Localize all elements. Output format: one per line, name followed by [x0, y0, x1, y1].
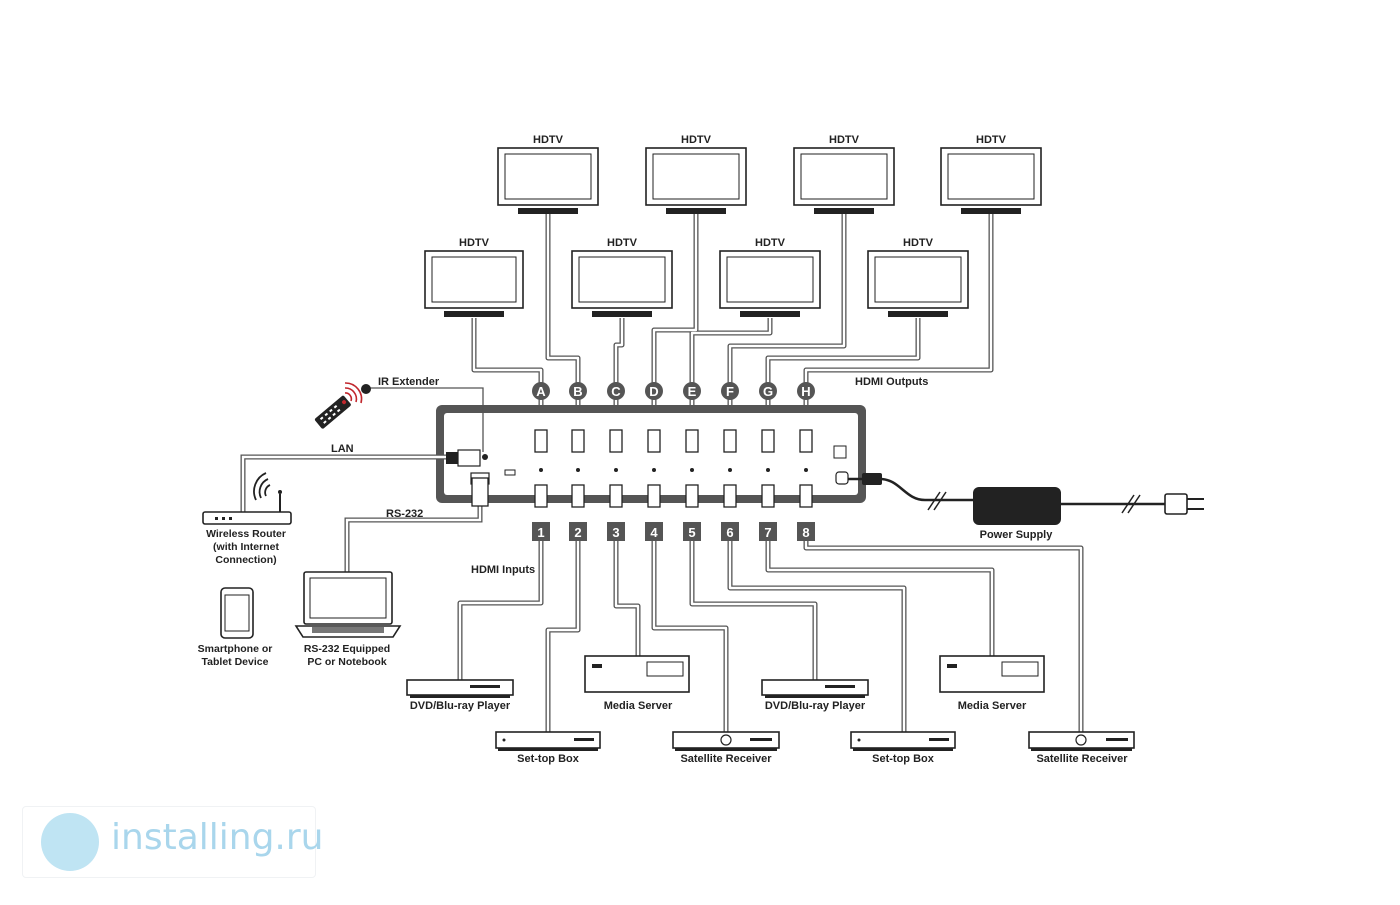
svg-text:A: A [536, 384, 546, 399]
output-badge: F [721, 382, 739, 400]
output-badge: E [683, 382, 701, 400]
hdtv-label: HDTV [755, 237, 786, 249]
smartphone-icon: Smartphone or Tablet Device [198, 587, 273, 668]
input-badge: 6 [721, 522, 739, 541]
output-badge: G [759, 382, 777, 400]
input-badge: 2 [569, 522, 587, 541]
ir-extender-label: IR Extender [378, 376, 440, 388]
source-label: Set-top Box [517, 753, 580, 765]
source-label: DVD/Blu-ray Player [765, 700, 866, 712]
hdtv-label: HDTV [829, 134, 860, 146]
hdmi-matrix-switch [436, 405, 866, 508]
svg-text:F: F [726, 384, 734, 399]
svg-text:G: G [763, 384, 773, 399]
rs232-cable: RS-232 [344, 477, 489, 572]
source-set-top-box-1: Set-top Box [495, 731, 601, 765]
svg-text:1: 1 [537, 525, 544, 540]
svg-text:2: 2 [574, 525, 581, 540]
input-badge: 1 [532, 522, 550, 541]
input-badge: 5 [683, 522, 701, 541]
hdtv-label: HDTV [976, 134, 1007, 146]
watermark-text: installing.ru [111, 817, 324, 858]
svg-text:C: C [611, 384, 621, 399]
input-badge: 4 [645, 522, 663, 541]
svg-text:H: H [801, 384, 810, 399]
output-badge: C [607, 382, 625, 400]
output-badge: D [645, 382, 663, 400]
input-badge: 3 [607, 522, 625, 541]
input-badge: 7 [759, 522, 777, 541]
source-satellite-receiver-2: Satellite Receiver [1028, 731, 1135, 765]
hdtv-label: HDTV [681, 134, 712, 146]
watermark-logo-icon [41, 813, 99, 871]
source-label: Satellite Receiver [1036, 753, 1128, 765]
svg-text:5: 5 [688, 525, 695, 540]
source-dvd-player-2: DVD/Blu-ray Player [761, 679, 869, 712]
smartphone-label-line1: Smartphone or [198, 643, 273, 655]
pc-label-line2: PC or Notebook [307, 656, 386, 668]
hdmi-outputs-label: HDMI Outputs [855, 376, 928, 388]
hdtv-display-b: HDTV [497, 134, 599, 214]
svg-text:4: 4 [650, 525, 658, 540]
svg-text:3: 3 [612, 525, 619, 540]
lan-label: LAN [331, 443, 354, 455]
router-label-line3: Connection) [215, 554, 276, 566]
hdtv-display-g: HDTV [793, 134, 895, 214]
hdmi-inputs-label: HDMI Inputs [471, 564, 535, 576]
hdtv-label: HDTV [533, 134, 564, 146]
input-badges: 1 2 3 4 5 6 7 8 [532, 522, 815, 541]
hdtv-display-a: HDTV [424, 237, 524, 317]
hdtv-display-c: HDTV [571, 237, 673, 317]
source-dvd-player-1: DVD/Blu-ray Player [406, 679, 514, 712]
hdtv-display-h: HDTV [940, 134, 1042, 214]
hdtv-label: HDTV [607, 237, 638, 249]
power-supply: Power Supply [848, 473, 1204, 541]
laptop-icon: RS-232 Equipped PC or Notebook [294, 571, 402, 668]
source-satellite-receiver-1: Satellite Receiver [672, 731, 780, 765]
pc-label-line1: RS-232 Equipped [304, 643, 390, 655]
output-badge: A [532, 382, 550, 400]
power-supply-label: Power Supply [980, 529, 1054, 541]
rs232-label: RS-232 [386, 508, 423, 520]
output-badge: B [569, 382, 587, 400]
source-label: Media Server [958, 700, 1027, 712]
svg-text:D: D [649, 384, 658, 399]
watermark: installing.ru [22, 806, 323, 878]
router-label-line2: (with Internet [213, 541, 279, 553]
svg-text:6: 6 [726, 525, 733, 540]
input-badge: 8 [797, 522, 815, 541]
wireless-router: Wireless Router (with Internet Connectio… [202, 472, 292, 566]
source-label: Media Server [604, 700, 673, 712]
svg-text:7: 7 [764, 525, 771, 540]
hdtv-display-e: HDTV [719, 237, 821, 317]
output-badge: H [797, 382, 815, 400]
output-badges: A B C D E F G H [532, 382, 815, 400]
hdtv-label: HDTV [459, 237, 490, 249]
source-label: Set-top Box [872, 753, 935, 765]
input-cables [457, 540, 1084, 732]
hdtv-display-d: HDTV [645, 134, 747, 214]
lan-cable: LAN [240, 443, 446, 512]
source-media-server-2: Media Server [939, 655, 1045, 712]
remote-control-icon [314, 395, 351, 429]
svg-text:E: E [688, 384, 697, 399]
hdtv-label: HDTV [903, 237, 934, 249]
wifi-icon [253, 472, 271, 501]
source-set-top-box-2: Set-top Box [850, 731, 956, 765]
ir-signal-icon [344, 382, 363, 404]
smartphone-label-line2: Tablet Device [202, 656, 269, 668]
hdtv-display-f: HDTV [867, 237, 969, 317]
source-media-server-1: Media Server [584, 655, 690, 712]
router-label-line1: Wireless Router [206, 528, 286, 540]
ir-extender: IR Extender [361, 376, 484, 452]
svg-text:8: 8 [802, 525, 809, 540]
source-label: Satellite Receiver [680, 753, 772, 765]
source-label: DVD/Blu-ray Player [410, 700, 511, 712]
svg-text:B: B [573, 384, 582, 399]
